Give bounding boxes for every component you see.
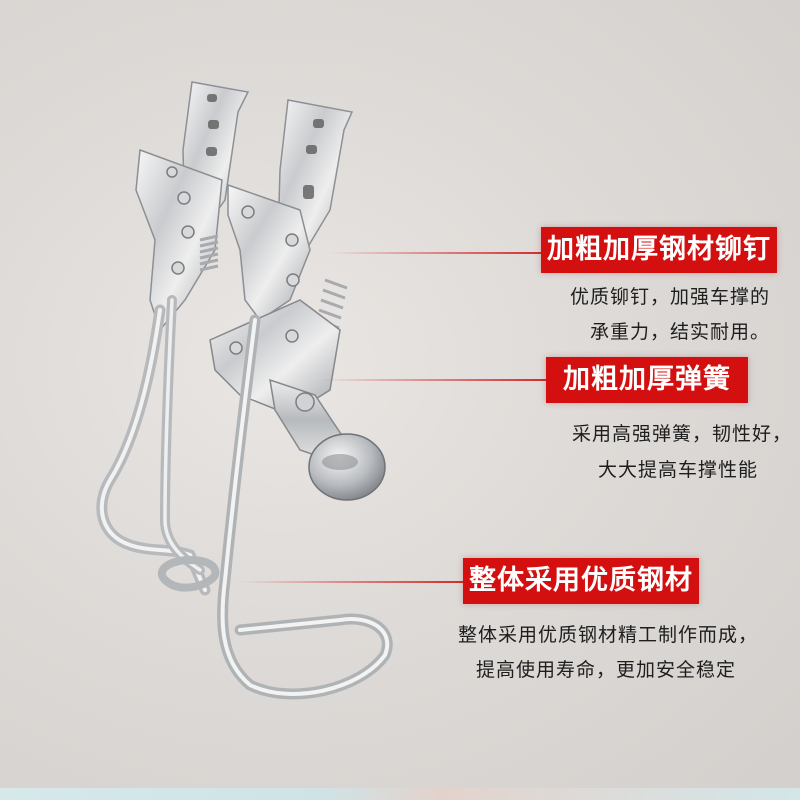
leader-line-steel <box>240 581 465 583</box>
feature-spring-title: 加粗加厚弹簧 <box>546 357 748 403</box>
bottom-strip <box>0 788 800 800</box>
feature-rivet-title: 加粗加厚钢材铆钉 <box>541 227 777 273</box>
feature-steel-desc-line1: 整体采用优质钢材精工制作而成， <box>457 624 758 646</box>
feature-rivet-desc-line2: 承重力，结实耐用。 <box>589 321 770 343</box>
leader-line-spring <box>320 379 548 381</box>
feature-spring-desc-line1: 采用高强弹簧，韧性好， <box>571 423 792 445</box>
feature-spring-desc-line2: 大大提高车撑性能 <box>597 459 758 481</box>
feature-rivet-desc-line1: 优质铆钉，加强车撑的 <box>569 286 770 308</box>
feature-steel-desc-line2: 提高使用寿命，更加安全稳定 <box>475 659 736 681</box>
feature-steel-title: 整体采用优质钢材 <box>463 558 699 604</box>
leader-line-rivet <box>330 252 545 254</box>
